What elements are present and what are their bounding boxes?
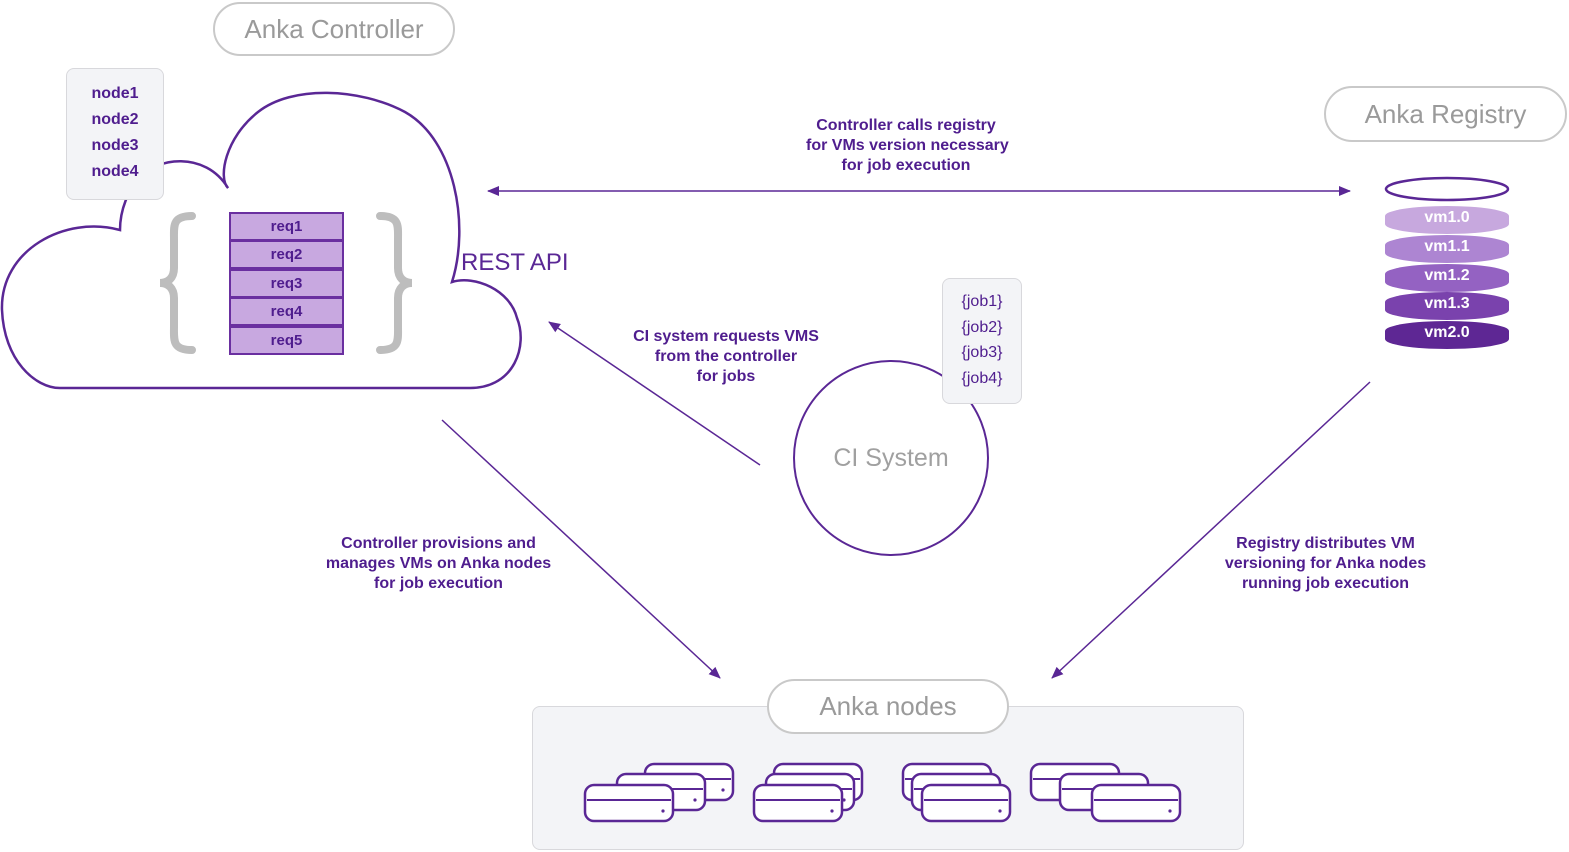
anka-registry-title: Anka Registry xyxy=(1324,86,1567,142)
note-line: Registry distributes VM xyxy=(1236,535,1415,552)
note-line: for job execution xyxy=(374,575,503,592)
anka-node-device-icon xyxy=(583,783,675,823)
version-label: vm1.2 xyxy=(1424,267,1470,284)
rest-api-label: REST API xyxy=(461,249,569,276)
node-list: node1 node2 node3 node4 xyxy=(66,68,164,200)
note-line: Controller calls registry xyxy=(816,117,996,134)
version-label: vm1.1 xyxy=(1424,238,1470,255)
ci-controller-arrow xyxy=(548,321,761,466)
node-item: node2 xyxy=(91,111,139,128)
note-line: for job execution xyxy=(841,157,971,174)
version-label: vm1.3 xyxy=(1424,295,1470,312)
note-line: for jobs xyxy=(696,368,756,385)
disk-body xyxy=(1385,321,1509,349)
registry-nodes-arrow xyxy=(1051,381,1371,679)
registry-nodes-note: Registry distributes VM versioning for A… xyxy=(1213,534,1438,594)
right-brace-icon xyxy=(376,212,413,354)
request-item: req4 xyxy=(229,297,344,326)
anka-nodes-title: Anka nodes xyxy=(767,679,1009,734)
note-line: manages VMs on Anka nodes xyxy=(325,555,552,572)
version-disk: vm2.0 xyxy=(1385,321,1509,359)
anka-node-device-icon xyxy=(752,783,844,823)
version-disk: vm1.0 xyxy=(1385,206,1509,244)
version-disk: vm1.2 xyxy=(1385,264,1509,302)
controller-nodes-arrow xyxy=(441,419,721,679)
left-brace-icon xyxy=(159,212,196,354)
disk-body xyxy=(1385,235,1509,263)
note-line: Controller provisions and xyxy=(341,535,536,552)
note-line: from the controller xyxy=(654,348,798,365)
note-line: for VMs version necessary xyxy=(806,137,1009,154)
node-item: node1 xyxy=(91,85,139,102)
job-item: {job2} xyxy=(961,318,1003,336)
anka-controller-title: Anka Controller xyxy=(213,2,455,56)
ci-controller-note: CI system requests VMS from the controll… xyxy=(626,327,826,387)
version-disk: vm1.3 xyxy=(1385,292,1509,330)
job-item: {job3} xyxy=(961,344,1003,361)
node-item: node4 xyxy=(91,163,139,180)
ci-system-circle: CI System xyxy=(793,360,989,556)
job-item: {job4} xyxy=(961,369,1003,387)
version-label: vm1.0 xyxy=(1424,209,1470,226)
request-item: req5 xyxy=(229,326,344,355)
controller-nodes-note: Controller provisions and manages VMs on… xyxy=(316,534,561,594)
ci-system-label: CI System xyxy=(833,443,949,472)
disk-body xyxy=(1385,264,1509,292)
controller-registry-note: Controller calls registry for VMs versio… xyxy=(806,116,1009,176)
anka-node-device-icon xyxy=(1090,783,1182,823)
database-top-icon xyxy=(1384,176,1510,202)
version-label: vm2.0 xyxy=(1424,324,1470,341)
job-list: {job1} {job2} {job3} {job4} xyxy=(942,278,1022,404)
request-item: req1 xyxy=(229,212,344,241)
request-item: req2 xyxy=(229,240,344,269)
anka-node-device-icon xyxy=(920,783,1012,823)
job-item: {job1} xyxy=(961,293,1003,310)
node-item: node3 xyxy=(91,137,139,154)
version-disk: vm1.1 xyxy=(1385,235,1509,273)
disk-body xyxy=(1385,206,1509,234)
note-line: versioning for Anka nodes xyxy=(1224,555,1427,572)
note-line: running job execution xyxy=(1241,575,1410,592)
note-line: CI system requests VMS xyxy=(633,328,819,345)
disk-body xyxy=(1385,292,1509,320)
